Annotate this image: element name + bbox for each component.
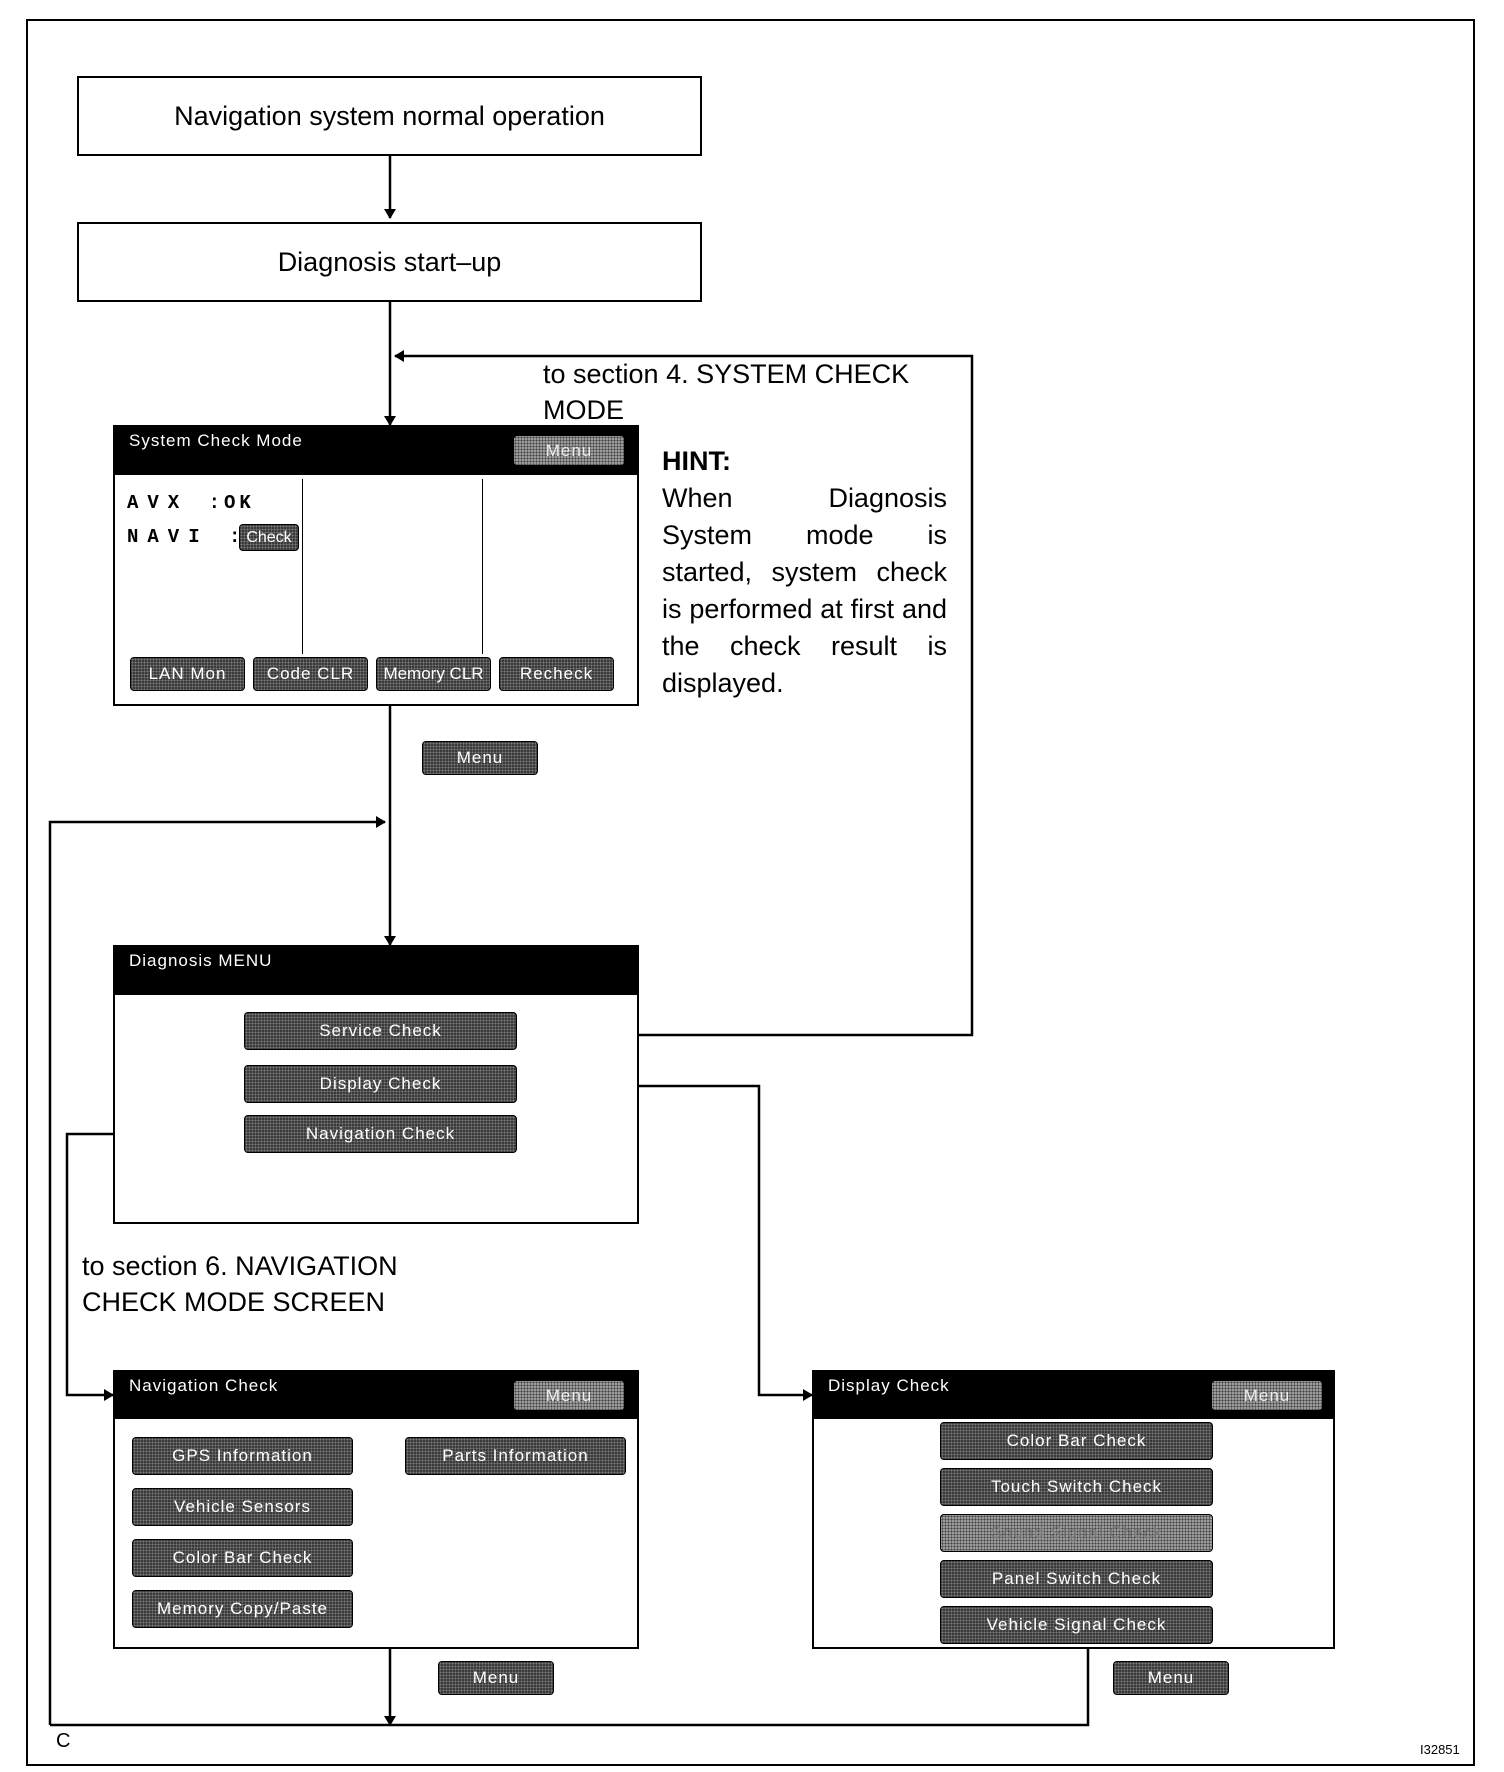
navigation-check-button[interactable]: Navigation Check [244, 1115, 517, 1153]
lan-mon-button[interactable]: LAN Mon [130, 657, 245, 691]
navi-status-row: NAVI : [127, 526, 240, 548]
code-clr-button[interactable]: Code CLR [253, 657, 368, 691]
display-check-menu-button[interactable]: Menu [1211, 1380, 1323, 1411]
memory-clr-button[interactable]: Memory CLR [376, 657, 491, 691]
diagnosis-startup-box: Diagnosis start–up [77, 222, 702, 302]
memory-copy-paste-button[interactable]: Memory Copy/Paste [132, 1590, 353, 1628]
navigation-check-menu-button[interactable]: Menu [513, 1380, 625, 1411]
figure-frame [26, 19, 1475, 1766]
hint-body: When Diagnosis System mode is started, s… [662, 483, 947, 698]
navi-check-button[interactable]: Check [239, 524, 299, 551]
normal-operation-box: Navigation system normal operation [77, 76, 702, 156]
color-bar-check-button[interactable]: Color Bar Check [132, 1539, 353, 1577]
arrow-return-loop-top [48, 816, 386, 1725]
display-check-screen: Display Check Menu Color Bar Check Touch… [812, 1370, 1335, 1649]
system-check-title: System Check Mode [129, 431, 303, 450]
system-check-title-bar: System Check Mode Menu [115, 427, 637, 475]
navi-colon: : [229, 526, 241, 548]
navigation-check-title: Navigation Check [129, 1376, 279, 1395]
arrow-service-check-loop [394, 350, 974, 1037]
dc-touch-switch-check-button[interactable]: Touch Switch Check [940, 1468, 1213, 1506]
system-check-menu-button[interactable]: Menu [513, 435, 625, 466]
vehicle-sensors-button[interactable]: Vehicle Sensors [132, 1488, 353, 1526]
parts-information-button[interactable]: Parts Information [405, 1437, 626, 1475]
recheck-button[interactable]: Recheck [499, 657, 614, 691]
navigation-check-title-bar: Navigation Check Menu [115, 1372, 637, 1419]
dc-sound-signal-check-button[interactable]: Sound Signal Check [940, 1514, 1213, 1552]
display-check-title-bar: Display Check Menu [814, 1372, 1333, 1419]
hint-block: HINT: When Diagnosis System mode is star… [662, 443, 947, 702]
to-section4-note: to section 4. SYSTEM CHECK MODE [543, 359, 910, 425]
menu-button-after-system-check[interactable]: Menu [422, 741, 538, 775]
display-check-title: Display Check [828, 1376, 950, 1395]
avx-label: AVX [127, 492, 189, 514]
navigation-check-screen: Navigation Check Menu GPS Information Ve… [113, 1370, 639, 1649]
system-check-screen: System Check Mode Menu AVX :OK NAVI : Ch… [113, 425, 639, 706]
diagnosis-menu-title: Diagnosis MENU [129, 951, 273, 970]
figure-code: I32851 [1420, 1742, 1460, 1757]
display-check-button[interactable]: Display Check [244, 1065, 517, 1103]
dc-panel-switch-check-button[interactable]: Panel Switch Check [940, 1560, 1213, 1598]
dc-vehicle-signal-check-button[interactable]: Vehicle Signal Check [940, 1606, 1213, 1644]
menu-button-after-navigation-check[interactable]: Menu [438, 1661, 554, 1695]
corner-label: C [56, 1730, 71, 1752]
avx-status-row: AVX :OK [127, 492, 255, 514]
avx-value: :OK [208, 492, 255, 514]
service-check-button[interactable]: Service Check [244, 1012, 517, 1050]
screen-divider-left [302, 479, 303, 654]
to-section6-note: to section 6. NAVIGATION CHECK MODE SCRE… [82, 1251, 398, 1317]
gps-information-button[interactable]: GPS Information [132, 1437, 353, 1475]
navi-label: NAVI [127, 526, 209, 548]
menu-button-after-display-check[interactable]: Menu [1113, 1661, 1229, 1695]
diagnosis-menu-screen: Diagnosis MENU Service Check Display Che… [113, 945, 639, 1224]
diagnosis-menu-title-bar: Diagnosis MENU [115, 947, 637, 995]
dc-color-bar-check-button[interactable]: Color Bar Check [940, 1422, 1213, 1460]
line-return-bottom [50, 1648, 1090, 1727]
screen-divider-right [482, 479, 483, 654]
hint-title: HINT: [662, 446, 731, 476]
